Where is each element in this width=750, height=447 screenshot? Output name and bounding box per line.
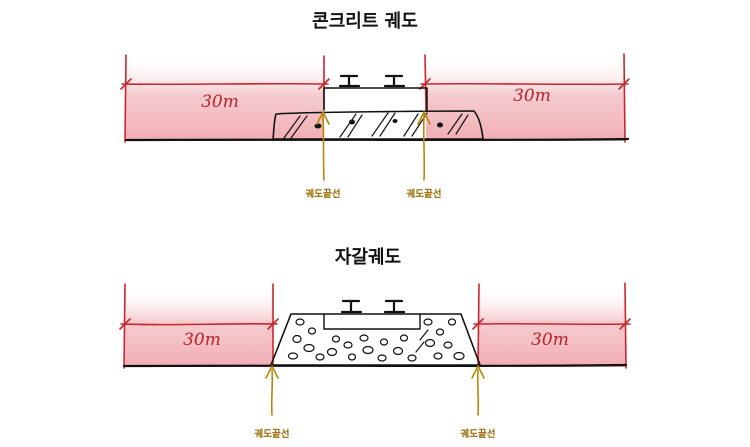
right-rail bbox=[383, 299, 406, 314]
right-distance-label: 30m bbox=[531, 330, 569, 350]
left-zone-shade bbox=[126, 55, 324, 141]
left-edge-label: 궤도끝선 bbox=[255, 428, 290, 440]
left-dimension-line bbox=[119, 318, 279, 330]
right-rail bbox=[383, 74, 406, 88]
right-edge-label: 궤도끝선 bbox=[461, 428, 496, 440]
right-zone-shade bbox=[426, 55, 624, 141]
ground-line bbox=[122, 363, 628, 368]
left-edge-arrow bbox=[316, 111, 330, 181]
left-rail bbox=[340, 299, 363, 314]
left-dimension-line bbox=[120, 78, 330, 90]
right-edge-arrow bbox=[471, 365, 485, 416]
ballast-bed bbox=[270, 313, 481, 366]
left-zone-shade bbox=[125, 284, 273, 367]
right-edge-label: 궤도끝선 bbox=[407, 188, 442, 200]
track-bed bbox=[323, 87, 428, 111]
concrete-track-title: 콘크리트 궤도 bbox=[312, 11, 418, 32]
left-rail bbox=[338, 74, 361, 88]
right-dimension-line bbox=[472, 318, 631, 330]
left-edge-arrow bbox=[265, 365, 279, 416]
right-edge-arrow bbox=[417, 111, 431, 181]
concrete-track-section: 콘크리트 궤도 30m 30m bbox=[120, 11, 630, 200]
left-distance-label: 30m bbox=[183, 330, 221, 350]
left-distance-label: 30m bbox=[201, 92, 239, 112]
ground-line bbox=[124, 137, 630, 142]
concrete-slab bbox=[272, 110, 484, 140]
left-edge-label: 궤도끝선 bbox=[306, 188, 341, 200]
ballast-track-section: 자갈궤도 30m 30m bbox=[119, 246, 631, 440]
right-distance-label: 30m bbox=[513, 86, 551, 106]
ballast-track-title: 자갈궤도 bbox=[335, 246, 401, 268]
right-zone-shade bbox=[478, 284, 626, 367]
